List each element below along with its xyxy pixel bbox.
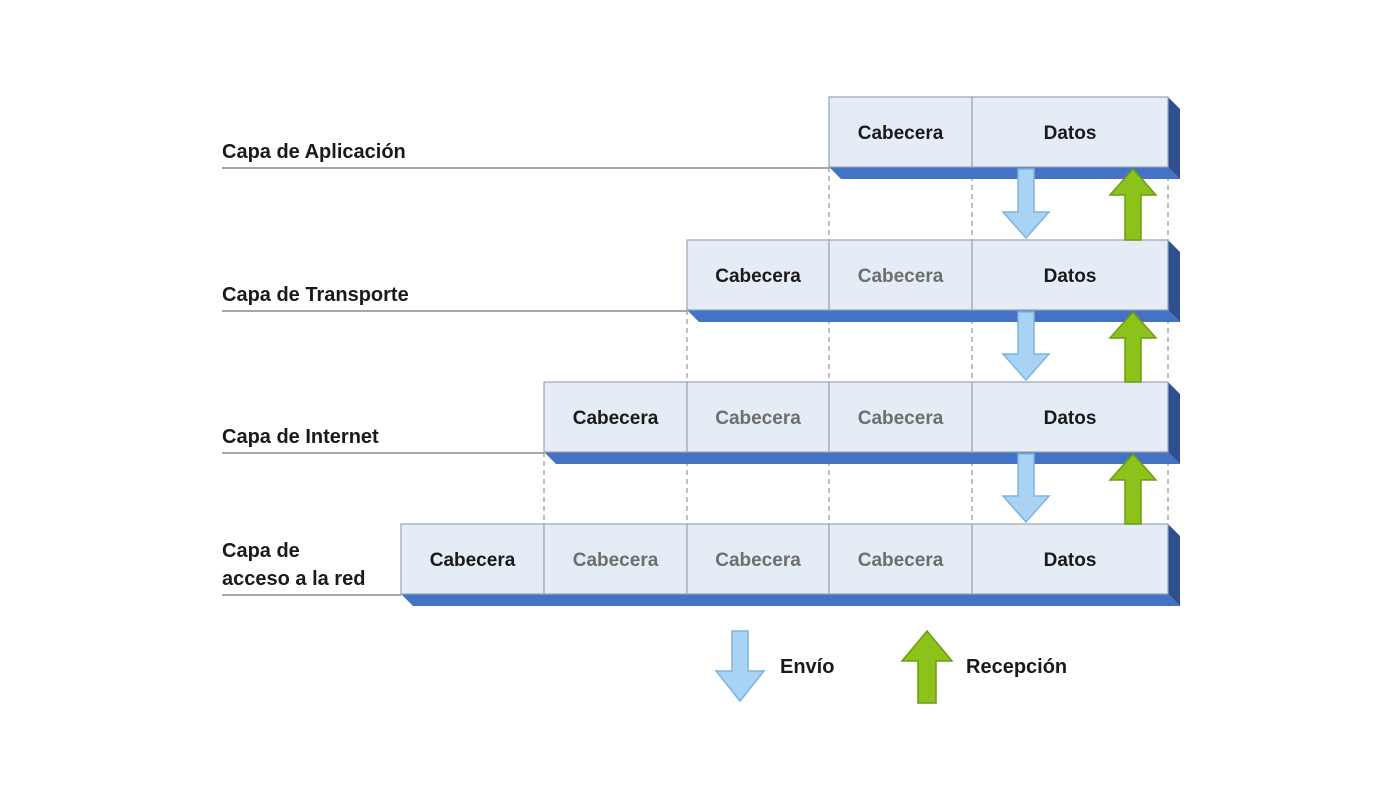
cabecera-label: Cabecera	[858, 550, 944, 571]
packet-shadow-side	[1168, 382, 1180, 464]
layer-label-lines	[222, 167, 829, 596]
flow-arrows	[1001, 167, 1158, 525]
packet-shadow-bottom	[544, 452, 1180, 464]
cabecera-label: Cabecera	[715, 408, 801, 429]
layer-label: Capa de Internet	[222, 426, 379, 448]
cabecera-label: Cabecera	[715, 266, 801, 287]
send-flow-arrow-icon	[1001, 453, 1051, 524]
layer-label: Capa de Transporte	[222, 284, 409, 306]
send-arrow-icon	[714, 630, 766, 703]
legend-send-label: Envío	[780, 656, 834, 678]
datos-label: Datos	[1044, 408, 1097, 429]
receive-arrow-icon	[900, 629, 954, 704]
cabecera-label: Cabecera	[715, 550, 801, 571]
datos-label: Datos	[1044, 123, 1097, 144]
send-flow-arrow-icon	[1001, 311, 1051, 382]
cabecera-cell	[828, 523, 973, 595]
layer-label: Capa de	[222, 540, 300, 562]
receive-flow-arrow-icon	[1108, 167, 1158, 241]
cabecera-cell	[828, 381, 973, 453]
datos-cell	[971, 381, 1169, 453]
datos-cell	[971, 523, 1169, 595]
receive-flow-arrow-icon	[1108, 452, 1158, 525]
cabecera-cell	[543, 523, 688, 595]
packet-shadow-side	[1168, 524, 1180, 606]
packet-shadow-bottom	[829, 167, 1180, 179]
cabecera-label: Cabecera	[573, 550, 659, 571]
legend: Envío Recepción	[714, 629, 1067, 704]
packet-shadow-bottom	[401, 594, 1180, 606]
layer-label: Capa de Aplicación	[222, 141, 406, 163]
cabecera-cell	[828, 96, 973, 168]
packet-shadow-bottom	[687, 310, 1180, 322]
legend-receive-label: Recepción	[966, 656, 1067, 678]
cabecera-label: Cabecera	[858, 266, 944, 287]
datos-cell	[971, 239, 1169, 311]
datos-label: Datos	[1044, 266, 1097, 287]
cabecera-label: Cabecera	[430, 550, 516, 571]
alignment-guides	[543, 167, 1169, 524]
datos-label: Datos	[1044, 550, 1097, 571]
layer-label: acceso a la red	[222, 568, 365, 590]
packet-shadow-side	[1168, 240, 1180, 322]
cabecera-label: Cabecera	[858, 123, 944, 144]
cabecera-label: Cabecera	[858, 408, 944, 429]
datos-cell	[971, 96, 1169, 168]
receive-flow-arrow-icon	[1108, 310, 1158, 383]
cabecera-cell	[686, 381, 830, 453]
send-flow-arrow-icon	[1001, 168, 1051, 240]
cabecera-label: Cabecera	[573, 408, 659, 429]
cabecera-cell	[828, 239, 973, 311]
packet-shadow-side	[1168, 97, 1180, 179]
cabecera-cell	[686, 239, 830, 311]
